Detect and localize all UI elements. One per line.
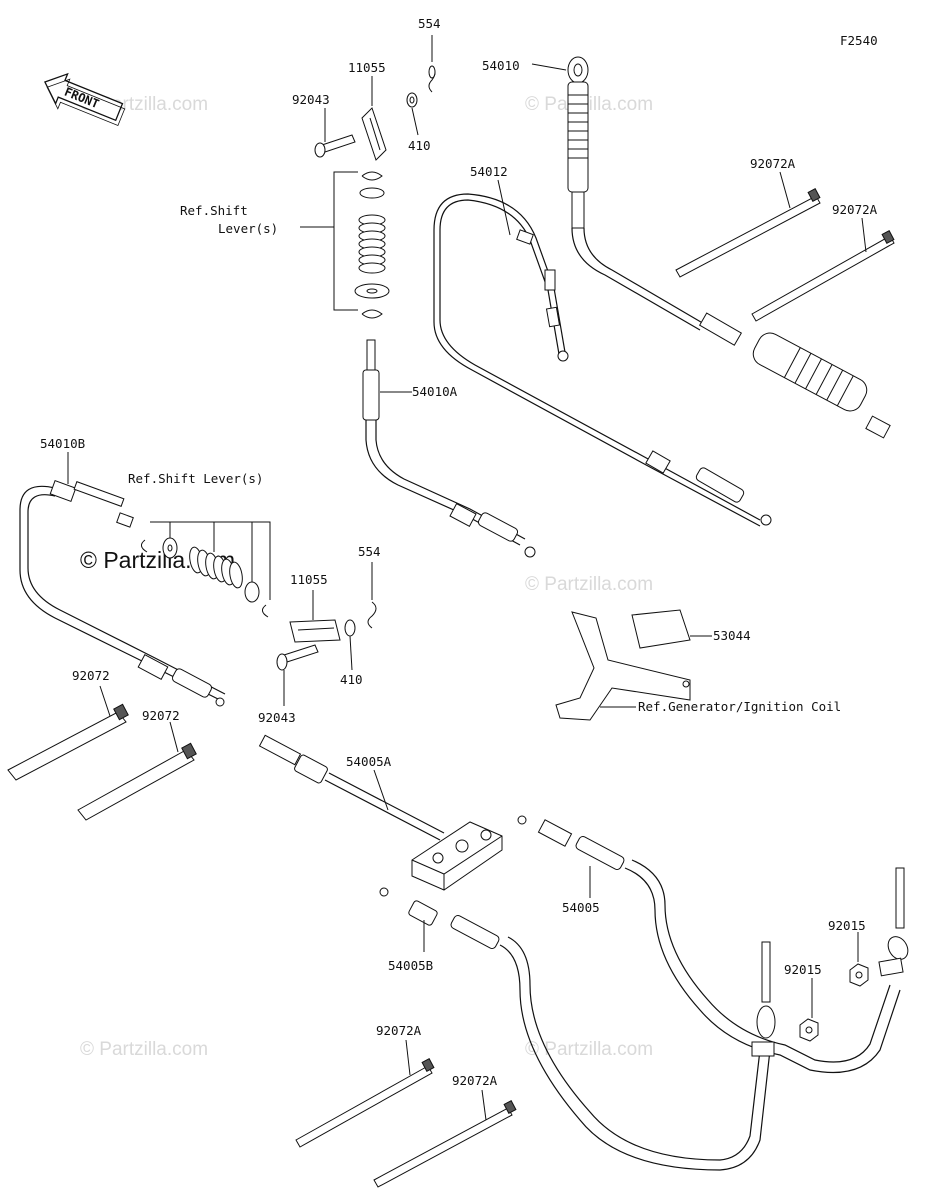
label-554-mid: 554 [358,544,381,559]
watermark: © Partzilla.com [525,1039,653,1060]
label-ref-generator: Ref.Generator/Ignition Coil [638,699,841,714]
label-54005: 54005 [562,900,600,915]
cable-54010A: 54010A [362,339,536,558]
cable-ends-right: 92015 92015 [751,867,909,1057]
cable-54010: 54010 [482,56,891,439]
label-11055-mid: 11055 [290,572,328,587]
ref-shift-top-line2: Lever(s) [218,221,278,236]
label-92072A-2: 92072A [832,202,878,217]
cable-54012: 54012 [433,164,772,527]
clevis [361,107,387,161]
label-92072-1: 92072 [72,668,110,683]
clevis-pin [314,142,326,158]
junction-block [411,821,503,891]
bracket-53044: 53044 Ref.Generator/Ignition Coil [555,609,841,721]
label-92072A-4: 92072A [452,1073,498,1088]
label-92072-2: 92072 [142,708,180,723]
label-410-top: 410 [408,138,431,153]
cable-54010B: 54010B [19,436,226,707]
label-92015-1: 92015 [828,918,866,933]
label-54010A: 54010A [412,384,458,399]
label-54005B: 54005B [388,958,433,973]
label-410-mid: 410 [340,672,363,687]
cable-ties-left: 92072 92072 [7,668,197,821]
label-92072A-1: 92072A [750,156,796,171]
label-554-top: 554 [418,16,441,31]
watermark: © Partzilla.com [525,94,653,115]
top-shift-lever-assembly: 554 410 11055 92043 Ref.Shift Lever(s) [180,16,441,319]
label-54005A: 54005A [346,754,392,769]
cable-54005: 54005 [517,815,901,1074]
middle-shift-lever-assembly: Ref.Shift Lever(s) 11055 554 410 [128,471,381,725]
clevis-pin [276,653,288,671]
cable-ties-bottom: 92072A 92072A [295,1023,517,1188]
spring [358,214,386,274]
ref-shift-top-line1: Ref.Shift [180,203,248,218]
clevis [289,619,341,643]
label-92015-2: 92015 [784,962,822,977]
ref-shift-mid: Ref.Shift Lever(s) [128,471,263,486]
label-54010B: 54010B [40,436,85,451]
label-92072A-3: 92072A [376,1023,422,1038]
label-92043-mid: 92043 [258,710,296,725]
washer [344,619,356,637]
cable-54005B: 54005B [379,887,771,1171]
label-11055-top: 11055 [348,60,386,75]
watermark: © Partzilla.com [80,1039,208,1060]
label-53044: 53044 [713,628,751,643]
label-54012: 54012 [470,164,508,179]
cable-ties-top-right: 92072A 92072A [675,156,895,322]
diagram-code: F2540 [840,33,878,48]
label-92043-top: 92043 [292,92,330,107]
spring [189,546,243,589]
watermark: © Partzilla.com [525,574,653,595]
label-54010: 54010 [482,58,520,73]
cable-54005A: 54005A [258,734,445,841]
